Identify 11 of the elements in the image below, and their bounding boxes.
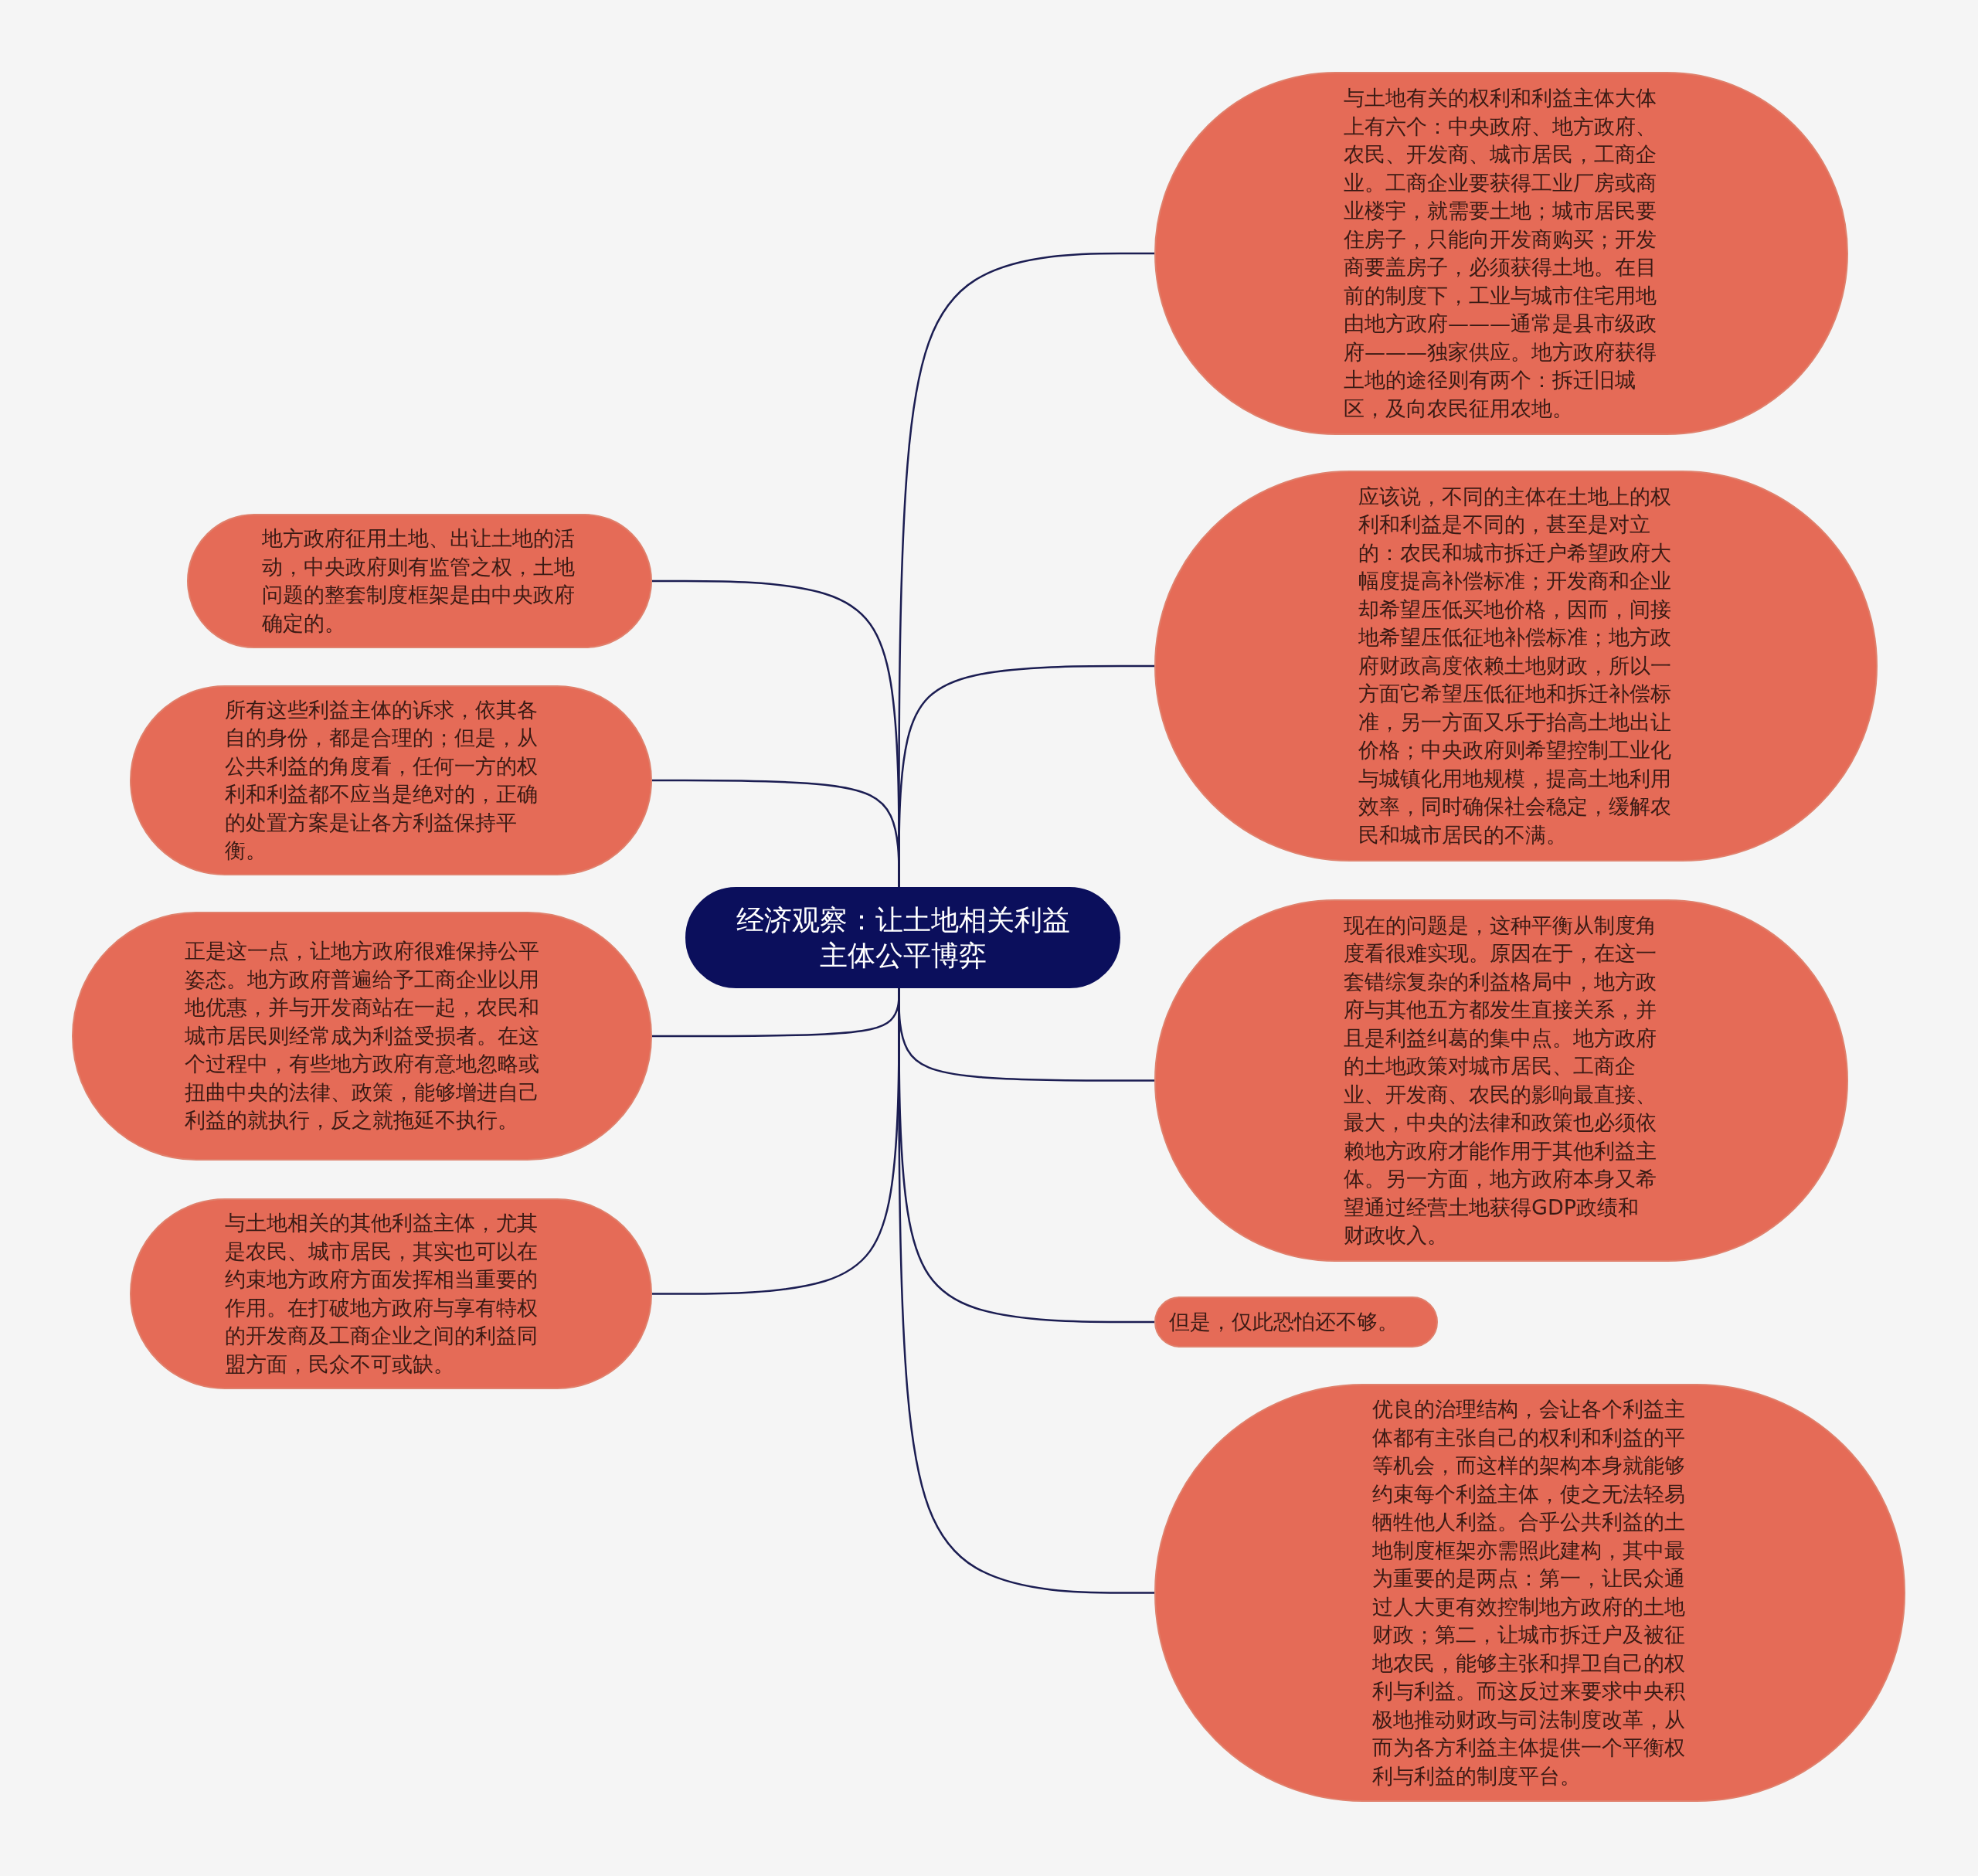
topic-text: 地方政府征用土地、出让土地的活动，中央政府则有监管之权，土地问题的整套制度框架是由中央政府确定的。 — [262, 525, 576, 637]
topic-text: 所有这些利益主体的诉求，依其各自的身份，都是合理的；但是，从公共利益的角度看，任何一方的权利和利益都不应当是绝对的，正确的处置方案是让各方利益保持平衡。 — [225, 696, 539, 864]
topic-text: 但是，仅此恐怕还不够。 — [1168, 1308, 1399, 1335]
topic-text: 应该说，不同的主体在土地上的权利和利益是不同的，甚至是对立的：农民和城市拆迁户希望政府大幅度提高补偿标准；开发商和企业却希望压低买地价格，因而，间接地希望压低征地补偿标准；地方政府财政高度依赖土地财政，所以一方面它希望压低征地和拆迁补偿标准，另一方面又乐于抬高土地出让价格；中央政府则希望控制工业化与城镇化用地规模，提高土地利用效率，同时确保社会稳定，缓解农民和城市居民的不满。 — [1358, 483, 1672, 848]
topic-text: 与土地有关的权利和利益主体大体上有六个：中央政府、地方政府、农民、开发商、城市居民，工商企业。工商企业要获得工业厂房或商业楼宇，就需要土地；城市居民要住房子，只能向开发商购买；开发商要盖房子，必须获得土地。在目前的制度下，工业与城市住宅用地由地方政府———通常是县市级政府———独家供应。地方政府获得土地的途径则有两个：拆迁旧城区，及向农民征用农地。 — [1344, 85, 1657, 422]
topic-text: 优良的治理结构，会让各个利益主体都有主张自己的权利和利益的平等机会，而这样的架构本身就能够约束每个利益主体，使之无法轻易牺牲他人利益。合乎公共利益的土地制度框架亦需照此建构，其中最为重要的是两点：第一，让民众通过人大更有效控制地方政府的土地财政；第二，让城市拆迁户及被征地农民，能够主张和捍卫自己的权利与利益。而这反过来要求中央积极地推动财政与司法制度改革，从而为各方利益主体提供一个平衡权利与利益的制度平台。 — [1372, 1396, 1686, 1789]
topic-text: 现在的问题是，这种平衡从制度角度看很难实现。原因在于，在这一套错综复杂的利益格局中，地方政府与其他五方都发生直接关系，并且是利益纠葛的集中点。地方政府的土地政策对城市居民、工商企业、开发商、农民的影响最直接、最大，中央的法律和政策也必须依赖地方政府才能作用于其他利益主体。另一方面，地方政府本身又希望通过经营土地获得GDP政绩和财政收入。 — [1344, 912, 1657, 1249]
topic-text: 正是这一点，让地方政府很难保持公平姿态。地方政府普遍给予工商企业以用地优惠，并与开发商站在一起，农民和城市居民则经常成为利益受损者。在这个过程中，有些地方政府有意地忽略或扭曲中央的法律、政策，能够增进自己利益的就执行，反之就拖延不执行。 — [184, 938, 540, 1134]
topic-text: 与土地相关的其他利益主体，尤其是农民、城市居民，其实也可以在约束地方政府方面发挥相当重要的作用。在打破地方政府与享有特权的开发商及工商企业之间的利益同盟方面，民众不可或缺。 — [225, 1210, 539, 1378]
central-topic-text: 经济观察：让土地相关利益主体公平博弈 — [735, 902, 1071, 973]
connector-line — [652, 779, 900, 887]
